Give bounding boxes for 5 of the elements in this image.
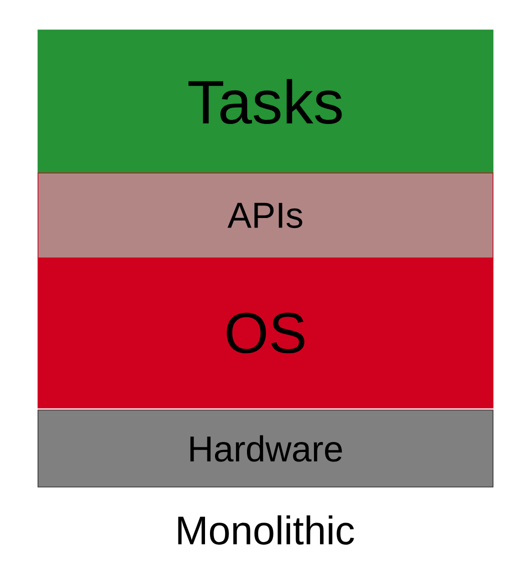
layer-band: APIs — [38, 172, 494, 258]
layer-band: Tasks — [38, 30, 494, 174]
caption: Monolithic — [178, 515, 354, 545]
layer-band: Hardware — [38, 410, 494, 488]
layer-band: OS — [38, 258, 494, 408]
